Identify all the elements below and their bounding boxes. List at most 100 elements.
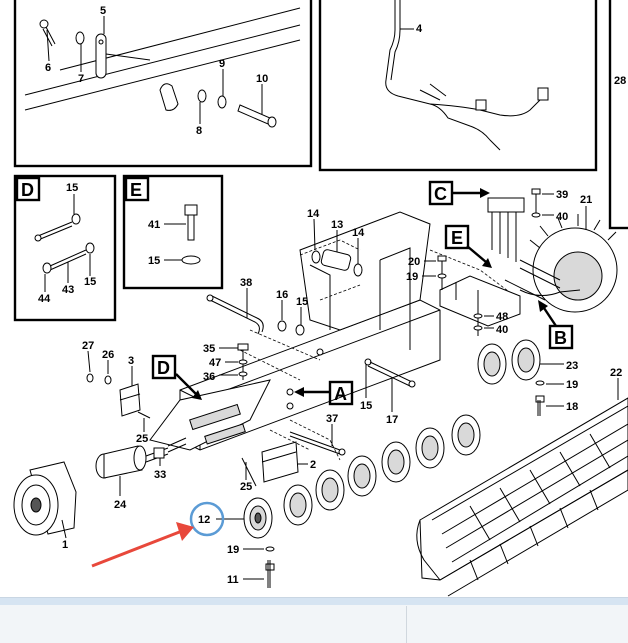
callout-20: 20 xyxy=(408,256,420,268)
callout-39: 39 xyxy=(556,189,568,201)
bolt-37: 37 xyxy=(289,413,346,456)
callout-12: 12 xyxy=(198,514,210,526)
clip-icon xyxy=(159,83,179,111)
inset-e: E 41 15 xyxy=(122,174,224,290)
callout-26: 26 xyxy=(102,349,114,361)
callout-19-c: 19 xyxy=(566,379,578,391)
status-bar-divider xyxy=(406,606,407,643)
callout-43: 43 xyxy=(62,284,74,296)
svg-text:B: B xyxy=(554,328,567,348)
exploded-parts-diagram: 5 6 7 9 10 8 4 28 D 15 xyxy=(13,0,628,597)
callout-47: 47 xyxy=(209,357,221,369)
callout-2: 2 xyxy=(310,459,316,471)
callout-44: 44 xyxy=(38,293,51,305)
callout-15-f: 15 xyxy=(296,296,308,308)
callout-15-d2: 15 xyxy=(84,276,96,288)
callout-15-e: 15 xyxy=(148,255,160,267)
washers-16-15: 16 15 xyxy=(276,289,308,336)
callout-25-b: 25 xyxy=(240,481,252,493)
callout-38: 38 xyxy=(240,277,252,289)
bolt-11: 19 11 xyxy=(227,544,275,588)
washer-icon xyxy=(71,213,81,225)
drive-assembly: 21 39 40 20 19 48 40 xyxy=(406,188,618,336)
callout-41: 41 xyxy=(148,219,160,231)
ref-letter-b: B xyxy=(538,300,574,350)
status-bar xyxy=(0,597,628,643)
ref-letter-d: D xyxy=(151,354,202,400)
callout-48: 48 xyxy=(496,311,508,323)
red-arrow-icon xyxy=(91,522,194,568)
callout-11: 11 xyxy=(227,574,239,586)
callout-13: 13 xyxy=(331,219,343,231)
circle-highlight-icon xyxy=(189,501,225,537)
callout-36: 36 xyxy=(203,371,215,383)
callout-35: 35 xyxy=(203,343,215,355)
callout-14-b: 14 xyxy=(352,227,365,239)
track-rollers: 23 xyxy=(243,339,578,539)
callout-37: 37 xyxy=(326,413,338,425)
main-frame xyxy=(149,211,521,461)
callout-7: 7 xyxy=(78,73,84,85)
ref-letter-c: C xyxy=(428,180,490,206)
callout-16: 16 xyxy=(276,289,288,301)
ref-letter-e: E xyxy=(444,224,492,268)
bolts-35-47-36: 35 47 36 xyxy=(203,343,249,383)
callout-22: 22 xyxy=(610,367,622,379)
callout-14-a: 14 xyxy=(307,208,320,220)
svg-text:C: C xyxy=(434,184,447,204)
connector-icon xyxy=(537,87,549,101)
part-24-cylinder: 24 33 xyxy=(95,437,187,511)
roller-12 xyxy=(243,497,273,539)
connector-icon xyxy=(475,99,487,111)
washer-icon xyxy=(85,242,95,254)
callout-12-group: 12 xyxy=(91,501,244,568)
inset-top-right: 28 xyxy=(608,0,628,230)
callout-23: 23 xyxy=(566,360,578,372)
callout-40-b: 40 xyxy=(496,324,508,336)
grease-nipple-icon xyxy=(153,447,165,459)
bolt-18: 19 18 xyxy=(535,379,578,416)
callout-5: 5 xyxy=(100,5,106,17)
ref-letter-a: A xyxy=(294,380,354,406)
link-plate-icon xyxy=(95,33,107,79)
callout-6: 6 xyxy=(45,62,51,74)
svg-text:D: D xyxy=(157,358,170,378)
bolt-icon xyxy=(237,104,271,125)
callout-19-a: 19 xyxy=(227,544,239,556)
callout-10: 10 xyxy=(256,73,268,85)
callout-3: 3 xyxy=(128,355,134,367)
part-13-tensioner: 14 13 14 xyxy=(307,208,365,277)
washer-icon xyxy=(217,95,227,109)
callout-40-a: 40 xyxy=(556,211,568,223)
callout-15-d: 15 xyxy=(66,182,78,194)
callout-1: 1 xyxy=(62,539,68,551)
status-bar-strip xyxy=(0,598,628,605)
callout-27: 27 xyxy=(82,340,94,352)
svg-text:E: E xyxy=(451,228,463,248)
inset-d-letter: D xyxy=(21,180,34,200)
inset-e-letter: E xyxy=(130,180,142,200)
callout-17: 17 xyxy=(386,414,398,426)
part-22-track-chain: 22 xyxy=(416,367,628,597)
callout-9: 9 xyxy=(219,58,225,70)
callout-28: 28 xyxy=(614,75,626,87)
part-1-idler-wheel: 1 xyxy=(13,461,77,551)
callout-18: 18 xyxy=(566,401,578,413)
washer-icon xyxy=(181,255,201,265)
callout-21: 21 xyxy=(580,194,592,206)
pin-head-icon xyxy=(184,204,198,216)
callout-4: 4 xyxy=(416,23,423,35)
washer-icon xyxy=(75,31,85,45)
inset-top-middle: 4 xyxy=(318,0,598,172)
washer-icon xyxy=(42,262,52,274)
callout-24: 24 xyxy=(114,499,127,511)
callout-25-a: 25 xyxy=(136,433,148,445)
callout-8: 8 xyxy=(196,125,202,137)
callout-33: 33 xyxy=(154,469,166,481)
part-38-hose: 38 xyxy=(206,277,264,335)
callout-19-b: 19 xyxy=(406,271,418,283)
callout-15-g: 15 xyxy=(360,400,372,412)
inset-d: D 15 15 43 44 xyxy=(13,174,117,322)
part-2-bracket: 2 25 xyxy=(240,441,316,493)
